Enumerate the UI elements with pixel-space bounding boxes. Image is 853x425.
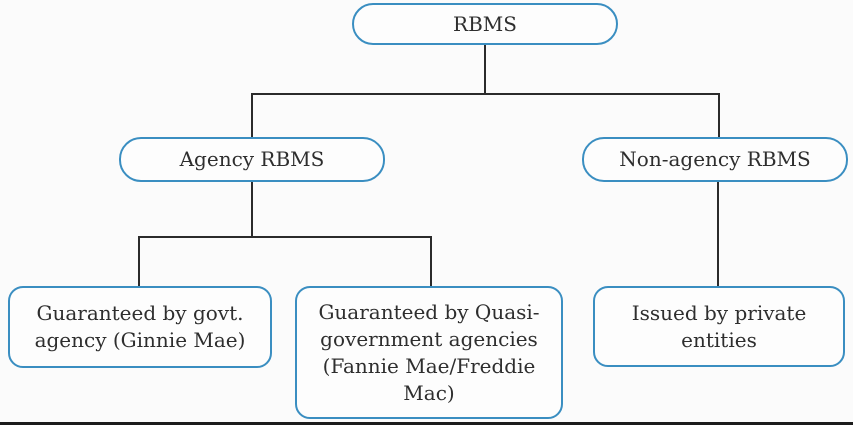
node-guaranteed-quasi-government: Guaranteed by Quasi- government agencies… bbox=[295, 286, 563, 419]
node-non-agency-rbms: Non-agency RBMS bbox=[582, 137, 848, 182]
connector-agency-up bbox=[251, 93, 253, 137]
connector-private-drop bbox=[717, 182, 719, 286]
node-issued-by-private-entities-label: Issued by private entities bbox=[631, 300, 807, 352]
bottom-rule bbox=[0, 422, 853, 425]
node-rbms: RBMS bbox=[352, 3, 618, 45]
connector-level2-horizontal bbox=[138, 236, 432, 238]
connector-agency-drop bbox=[251, 182, 253, 236]
connector-root-drop bbox=[484, 45, 486, 93]
node-guaranteed-quasi-government-label: Guaranteed by Quasi- government agencies… bbox=[318, 299, 540, 405]
node-agency-rbms-label: Agency RBMS bbox=[179, 147, 325, 171]
connector-govt-up bbox=[138, 236, 140, 286]
node-rbms-label: RBMS bbox=[453, 11, 517, 36]
connector-level1-horizontal bbox=[251, 93, 720, 95]
connector-nonagency-up bbox=[718, 93, 720, 137]
node-issued-by-private-entities: Issued by private entities bbox=[593, 286, 845, 367]
node-agency-rbms: Agency RBMS bbox=[119, 137, 385, 182]
node-guaranteed-govt-agency-label: Guaranteed by govt. agency (Ginnie Mae) bbox=[34, 301, 246, 352]
node-non-agency-rbms-label: Non-agency RBMS bbox=[619, 147, 811, 171]
connector-quasi-up bbox=[430, 236, 432, 286]
node-guaranteed-govt-agency: Guaranteed by govt. agency (Ginnie Mae) bbox=[8, 286, 272, 368]
